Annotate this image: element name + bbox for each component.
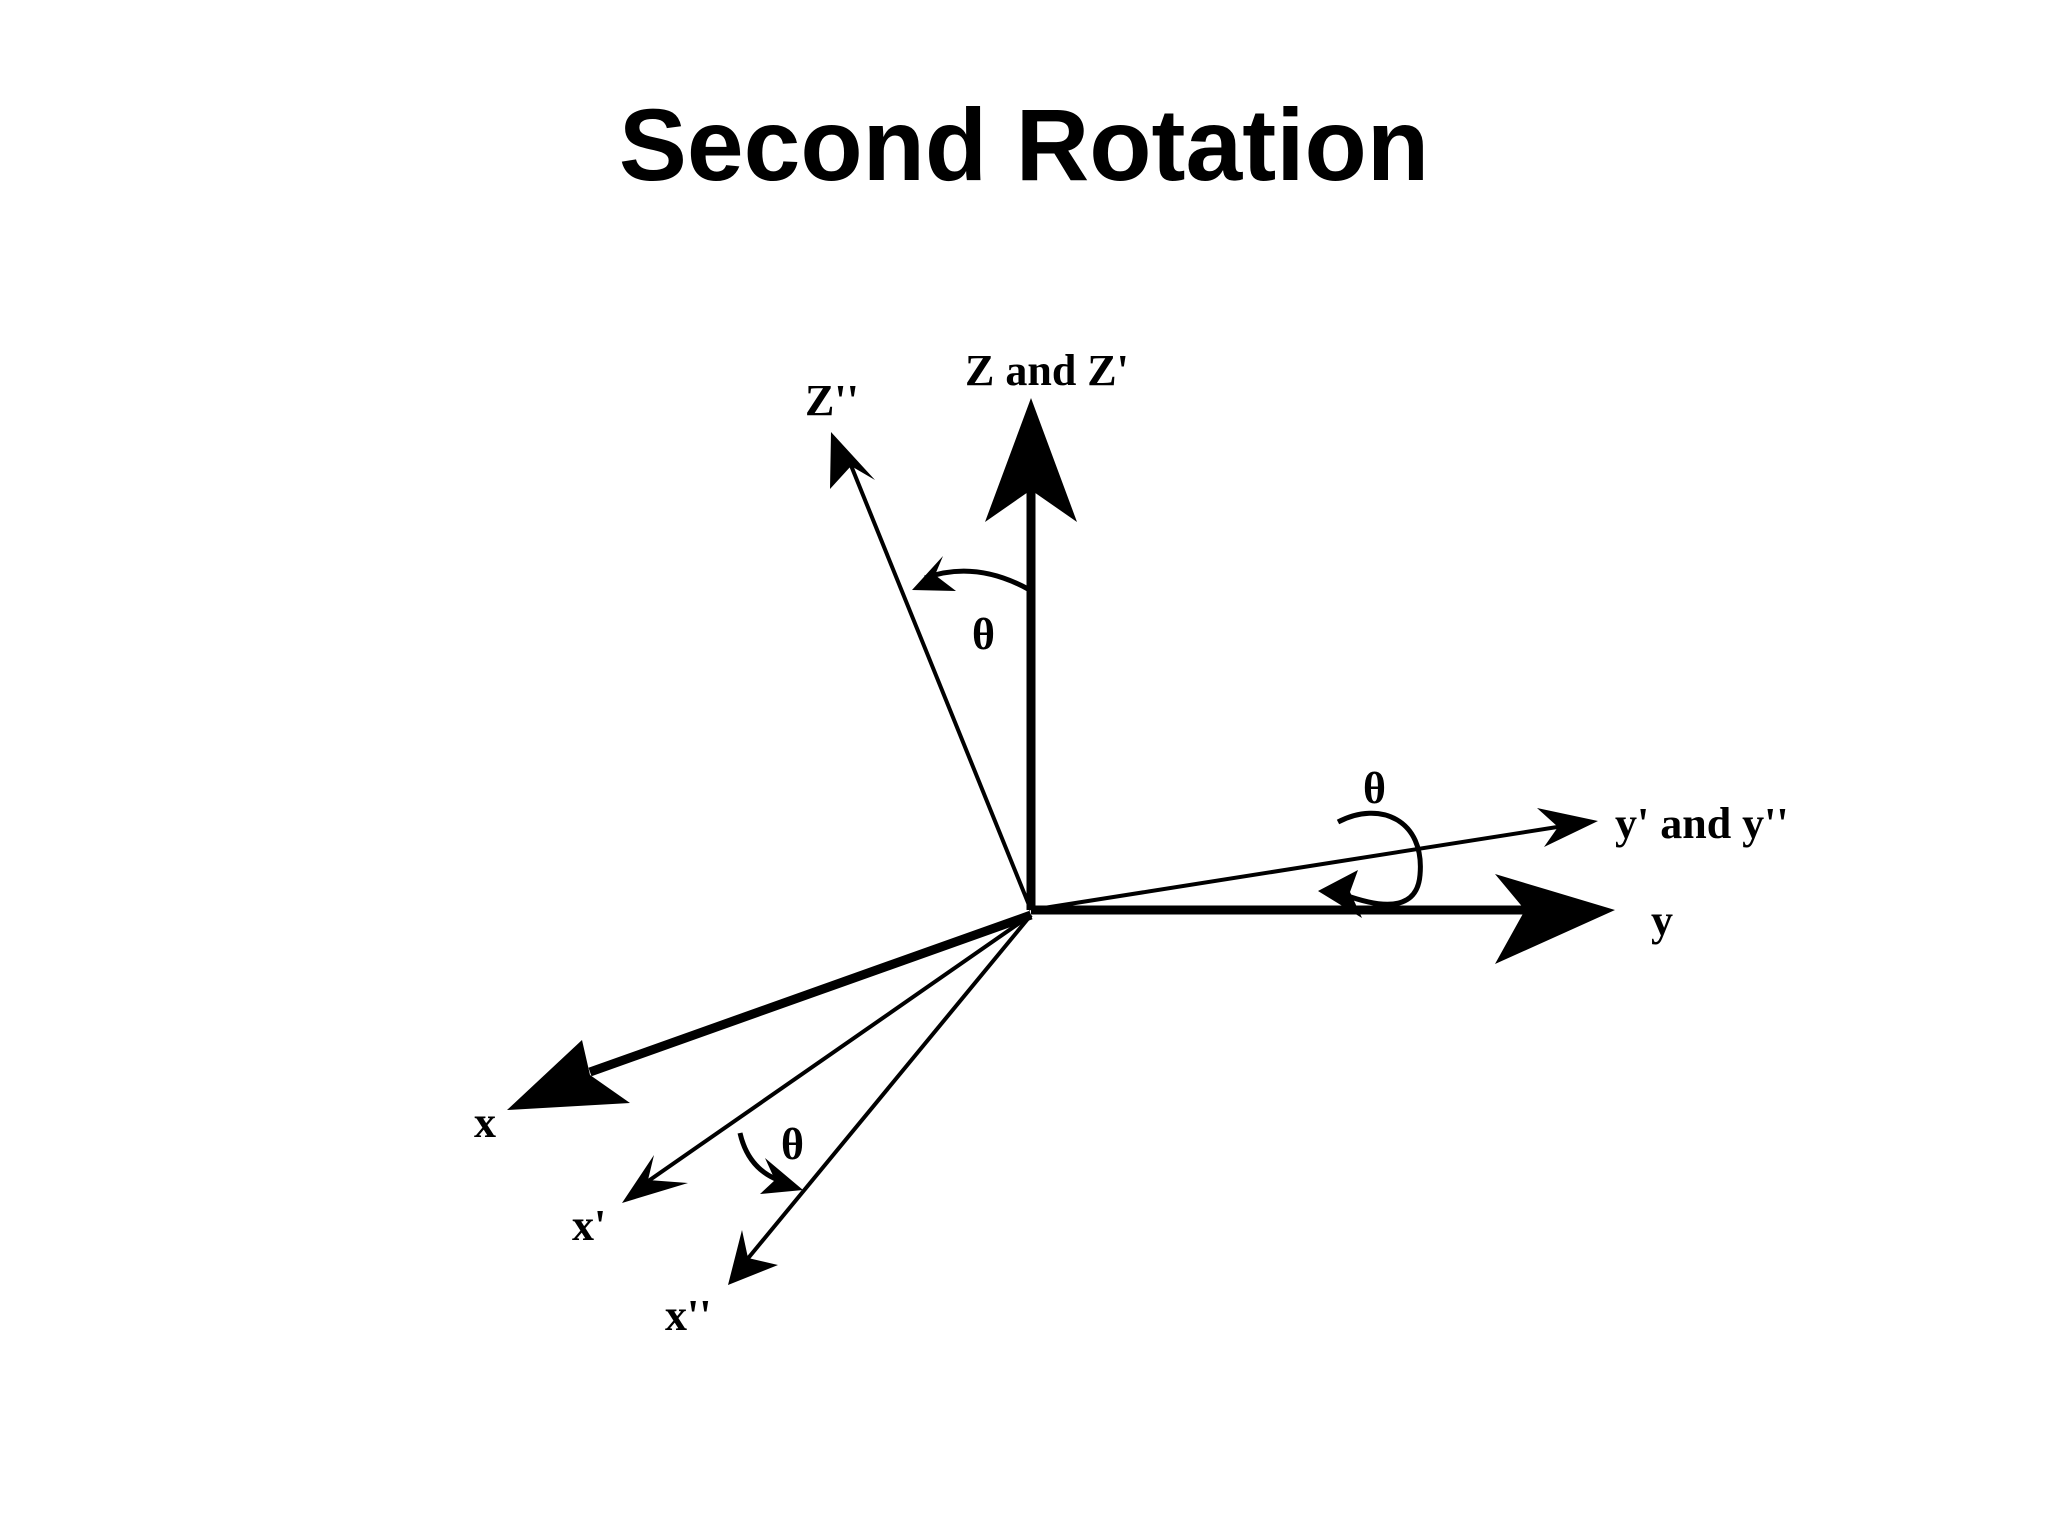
z-axis <box>985 398 1077 910</box>
theta-arc-y <box>1318 810 1423 918</box>
x-double-prime-axis <box>728 913 1033 1285</box>
label-theta-z: θ <box>972 610 995 659</box>
theta-arc-x <box>737 1132 803 1194</box>
y-axis <box>1031 874 1615 964</box>
label-y-prime-and-y-double-prime: y' and y'' <box>1615 799 1789 848</box>
label-y: y <box>1651 896 1673 945</box>
label-theta-x: θ <box>781 1120 804 1169</box>
label-z-and-z-prime: Z and Z' <box>965 346 1129 395</box>
label-z-double-prime: Z'' <box>805 376 859 425</box>
label-x: x <box>474 1098 496 1147</box>
x-axis <box>507 910 1033 1110</box>
label-theta-y: θ <box>1363 764 1386 813</box>
y-prime-axis <box>1030 808 1598 912</box>
slide-title: Second Rotation <box>618 88 1430 202</box>
label-x-double-prime: x'' <box>665 1291 711 1340</box>
z-double-prime-axis <box>830 432 1033 911</box>
label-x-prime: x' <box>572 1201 606 1250</box>
x-prime-axis <box>622 913 1033 1203</box>
theta-arc-z <box>912 556 1030 592</box>
